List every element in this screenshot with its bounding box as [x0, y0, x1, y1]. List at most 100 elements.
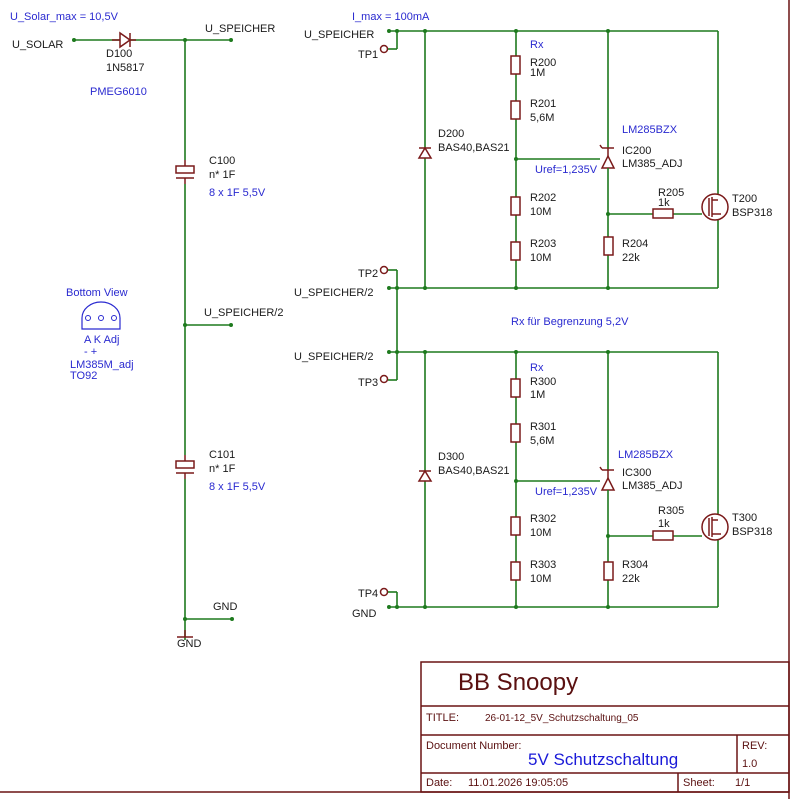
junction: [183, 323, 187, 327]
docnum-value: 5V Schutzschaltung: [528, 750, 678, 769]
d300-ref: D300: [438, 451, 464, 463]
resistor-r205[interactable]: [652, 208, 674, 219]
testpoint-tp4[interactable]: [379, 587, 389, 597]
mosfet-t200[interactable]: [701, 193, 729, 221]
uref-label: Uref=1,235V: [535, 164, 598, 176]
d200-ref: D200: [438, 128, 464, 140]
resistor-r305[interactable]: [652, 530, 674, 541]
tp4-label: TP4: [358, 588, 378, 600]
r300-ref: R300: [530, 376, 556, 388]
capacitor-c100[interactable]: [175, 160, 195, 184]
junction: [230, 617, 234, 621]
c100-ref: C100: [209, 155, 235, 167]
company-name: BB Snoopy: [458, 669, 578, 696]
package-pin: [98, 315, 104, 321]
ic300-ref: IC300: [622, 467, 651, 479]
resistor-r301[interactable]: [510, 423, 521, 443]
c100-note: 8 x 1F 5,5V: [209, 187, 266, 199]
r302-value: 10M: [530, 527, 551, 539]
c101-value: n* 1F: [209, 463, 236, 475]
rx-label: Rx: [530, 362, 544, 374]
r205-ref: R205: [658, 187, 684, 199]
resistor-r302[interactable]: [510, 516, 521, 536]
resistor-r202[interactable]: [510, 196, 521, 216]
resistor-r200[interactable]: [510, 55, 521, 75]
r304-value: 22k: [622, 573, 640, 585]
net-label-u-speicher-half-left: U_SPEICHER/2: [204, 307, 283, 319]
resistor-r203[interactable]: [510, 241, 521, 261]
ic200-alt: LM285BZX: [622, 124, 678, 136]
r305-value: 1k: [658, 518, 670, 530]
resistor-r204[interactable]: [603, 236, 614, 256]
r202-value: 10M: [530, 206, 551, 218]
uref-label: Uref=1,235V: [535, 486, 598, 498]
sheet-value: 1/1: [735, 777, 750, 789]
i-max-annotation: I_max = 100mA: [352, 11, 430, 23]
r305-ref: R305: [658, 505, 684, 517]
r200-value: 1M: [530, 67, 545, 79]
r301-ref: R301: [530, 421, 556, 433]
r302-ref: R302: [530, 513, 556, 525]
junction: [229, 38, 233, 42]
r203-ref: R203: [530, 238, 556, 250]
tp2-label: TP2: [358, 268, 378, 280]
u-solar-max-annotation: U_Solar_max = 10,5V: [10, 11, 119, 23]
net-label-u-speicher-half-lower: U_SPEICHER/2: [294, 351, 373, 363]
package-pin: [111, 315, 117, 321]
stage-300: D300 BAS40,BAS21 Rx R300 1M R301 5,6M R3…: [387, 350, 772, 609]
diode-d200[interactable]: [417, 146, 433, 159]
title-label: TITLE:: [426, 712, 459, 724]
package-pins: A K Adj: [84, 334, 119, 346]
tp1-label: TP1: [358, 49, 378, 61]
net-label-gnd-left: GND: [213, 601, 238, 613]
tp3-label: TP3: [358, 377, 378, 389]
gnd-symbol-label: GND: [177, 638, 202, 650]
ic-ic300[interactable]: [599, 466, 616, 491]
r303-ref: R303: [530, 559, 556, 571]
net-connections: I_max = 100mA U_SPEICHER TP1 TP2 U_SPEIC…: [294, 11, 629, 620]
c101-ref: C101: [209, 449, 235, 461]
resistor-r304[interactable]: [603, 561, 614, 581]
net-label-u-speicher-right: U_SPEICHER: [304, 29, 374, 41]
ground-symbol: [177, 630, 193, 638]
resistor-r201[interactable]: [510, 100, 521, 120]
r205-value: 1k: [658, 197, 670, 209]
stage-200: D200 BAS40,BAS21 Rx R200 1M R201 5,6M R2…: [387, 29, 772, 290]
d100-ref: D100: [106, 48, 132, 60]
d100-value: 1N5817: [106, 62, 145, 74]
junction: [183, 617, 187, 621]
t200-ref: T200: [732, 193, 757, 205]
r204-ref: R204: [622, 238, 648, 250]
r204-value: 22k: [622, 252, 640, 264]
t300-ref: T300: [732, 512, 757, 524]
ic300-value: LM385_ADJ: [622, 480, 683, 492]
package-pin: [85, 315, 91, 321]
resistor-r300[interactable]: [510, 378, 521, 398]
date-label: Date:: [426, 777, 452, 789]
package-type: TO92: [70, 370, 97, 382]
ic200-value: LM385_ADJ: [622, 158, 683, 170]
diode-d100[interactable]: [112, 31, 136, 49]
diode-d300[interactable]: [417, 469, 433, 482]
r203-value: 10M: [530, 252, 551, 264]
ic-ic200[interactable]: [599, 144, 616, 169]
r200-ref: R200: [530, 57, 556, 69]
testpoint-tp2[interactable]: [379, 265, 389, 275]
t300-value: BSP318: [732, 526, 772, 538]
package-title: Bottom View: [66, 287, 128, 299]
pmeg-annotation: PMEG6010: [90, 86, 147, 98]
testpoint-tp3[interactable]: [379, 374, 389, 384]
date-value: 11.01.2026 19:05:05: [468, 777, 568, 789]
capacitor-c101[interactable]: [175, 455, 195, 479]
d300-value: BAS40,BAS21: [438, 465, 510, 477]
testpoint-tp1[interactable]: [379, 44, 389, 54]
package-outline: [81, 301, 121, 330]
input-section: U_Solar_max = 10,5V U_SOLAR D100 1N5817 …: [10, 11, 283, 650]
r300-value: 1M: [530, 389, 545, 401]
resistor-r303[interactable]: [510, 561, 521, 581]
net-label-u-speicher-half-upper: U_SPEICHER/2: [294, 287, 373, 299]
mosfet-t300[interactable]: [701, 513, 729, 541]
net-label-gnd-right: GND: [352, 608, 377, 620]
junction: [72, 38, 76, 42]
